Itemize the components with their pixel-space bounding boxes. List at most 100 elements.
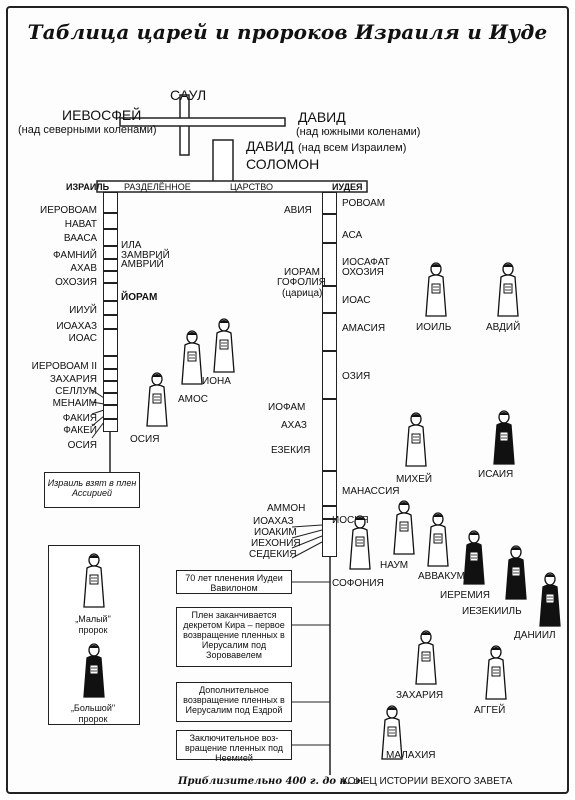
prophet-malachi-figure: [381, 705, 403, 760]
prophet-jonah-figure: [213, 318, 235, 373]
king-david-all: ДАВИД: [246, 138, 294, 154]
judah-right-king-6: ОЗИЯ: [342, 371, 371, 382]
judah-left-king-9: ИОАКИМ: [254, 527, 297, 538]
final-return-box: Заключительное воз-вращение пленных под …: [176, 730, 292, 763]
label-judah: ИУДЕЯ: [332, 182, 363, 192]
prophet-nahum-label: НАУМ: [380, 560, 409, 571]
israel-tick-11: [103, 380, 118, 382]
israel-tick-1: [103, 228, 118, 230]
judah-tick-4: [322, 350, 337, 352]
israel-king-10: ЗАХАРИЯ: [49, 374, 97, 385]
king-ishbosheth: ИЕВОСФЕЙ: [62, 107, 142, 123]
label-israel: ИЗРАИЛЬ: [66, 182, 110, 192]
prophet-obadiah-label: АВДИЙ: [486, 322, 521, 333]
israel-right-king-1: ЗАМВРИЙ: [121, 250, 170, 261]
judah-left-king-0: АВИЯ: [284, 205, 312, 216]
judah-left-king-11: СЕДЕКИЯ: [249, 549, 297, 560]
prophet-jeremiah-figure: [463, 530, 485, 585]
prophet-joel-figure: [425, 262, 447, 317]
prophet-zechariah-label: ЗАХАРИЯ: [396, 690, 444, 701]
legend-major-figure: [83, 643, 105, 698]
israel-tick-10: [103, 368, 118, 370]
prophet-zephaniah-figure: [349, 515, 371, 570]
israel-tick-7: [103, 314, 118, 316]
judah-right-king-7: МАНАССИЯ: [342, 486, 400, 497]
prophet-joel-label: ИОИЛЬ: [416, 322, 452, 333]
judah-left-king-1: ИОРАМ: [284, 267, 320, 278]
david-all-note: (над всем Израилем): [298, 142, 407, 154]
legend-minor-label: „Малый" пророк: [75, 614, 111, 635]
judah-tick-0: [322, 213, 337, 215]
prophet-nahum-figure: [393, 500, 415, 555]
israel-tick-4: [103, 270, 118, 272]
israel-king-1: НАВАТ: [64, 219, 97, 230]
judah-right-king-0: РОВОАМ: [342, 198, 386, 209]
prophet-zephaniah-label: СОФОНИЯ: [332, 578, 384, 589]
israel-king-2: ВААСА: [63, 233, 97, 244]
footer-date: Приблизительно 400 г. до н. э.: [178, 776, 364, 787]
prophet-amos-label: АМОС: [178, 394, 208, 405]
king-saul: САУЛ: [170, 87, 207, 103]
judah-left-king-4: ИОФАМ: [268, 402, 306, 413]
judah-tick-2: [322, 285, 337, 287]
judah-right-king-8: ИОСИЯ: [332, 515, 369, 526]
israel-tick-3: [103, 258, 118, 260]
prophet-isaiah-label: ИСАИЯ: [478, 469, 514, 480]
footer-end: КОНЕЦ ИСТОРИИ ВЕХОГО ЗАВЕТА: [342, 776, 513, 787]
israel-king-3: ФАМНИЙ: [53, 250, 97, 261]
king-solomon: СОЛОМОН: [246, 156, 320, 172]
israel-tick-9: [103, 355, 118, 357]
prophet-jeremiah-label: ИЕРЕМИЯ: [440, 590, 490, 601]
judah-right-king-2: ИОСАФАТ: [342, 257, 390, 268]
judah-left-king-2: ГОФОЛИЯ: [277, 277, 326, 288]
israel-right-king-3: ЙОРАМ: [121, 292, 158, 303]
judah-left-king-6: ЕЗЕКИЯ: [271, 445, 311, 456]
judah-right-king-5: АМАСИЯ: [342, 323, 386, 334]
judah-right-king-1: АСА: [342, 230, 363, 241]
israel-right-king-0: ИЛА: [121, 240, 142, 251]
israel-king-13: ФАКИЯ: [62, 413, 97, 424]
prophet-daniel-figure: [539, 572, 561, 627]
israel-captivity-box: Израиль взят в плен Ассирией: [44, 472, 140, 508]
israel-king-14: ФАКЕЙ: [63, 425, 97, 436]
label-split: РАЗДЕЛЁННОЕ: [124, 182, 191, 192]
captivity-70-box: 70 лет пленения Иудеи Вавилоном: [176, 570, 292, 594]
prophet-zechariah-figure: [415, 630, 437, 685]
israel-king-4: АХАВ: [70, 263, 97, 274]
judah-tick-6: [322, 470, 337, 472]
david-south-note: (над южными коленами): [296, 126, 421, 138]
israel-tick-8: [103, 328, 118, 330]
israel-king-9: ИЕРОВОАМ II: [31, 361, 97, 372]
judah-tick-3: [322, 312, 337, 314]
judah-tick-1: [322, 242, 337, 244]
judah-left-king-7: АММОН: [267, 503, 306, 514]
judah-left-king-5: АХАЗ: [281, 420, 307, 431]
prophet-micah-figure: [405, 412, 427, 467]
israel-tick-2: [103, 245, 118, 247]
israel-tick-14: [103, 418, 118, 420]
israel-king-7: ИОАХАЗ: [56, 321, 97, 332]
prophet-jonah-label: ИОНА: [202, 376, 231, 387]
prophet-obadiah-figure: [497, 262, 519, 317]
label-kingdom: ЦАРСТВО: [230, 182, 273, 192]
judah-tick-5: [322, 398, 337, 400]
israel-king-0: ИЕРОВОАМ: [40, 205, 97, 216]
legend-major-label: „Большой" пророк: [70, 703, 116, 724]
prophet-ezekiel-figure: [505, 545, 527, 600]
prophet-habakkuk-label: АВВАКУМ: [418, 571, 465, 582]
prophet-micah-label: МИХЕЙ: [396, 474, 433, 485]
israel-king-5: ОХОЗИЯ: [55, 277, 97, 288]
judah-left-king-3: (царица): [282, 288, 323, 299]
israel-right-king-2: АМВРИЙ: [121, 259, 164, 270]
israel-king-8: ИОАС: [68, 333, 97, 344]
israel-tick-13: [103, 404, 118, 406]
page-title: Таблица царей и пророков Израиля и Иуде: [27, 20, 548, 44]
judah-right-king-4: ИОАС: [342, 295, 371, 306]
legend-minor-figure: [83, 553, 105, 608]
judah-timeline: [322, 192, 337, 557]
israel-tick-12: [103, 392, 118, 394]
ishbosheth-note: (над северными коленами): [18, 124, 157, 136]
israel-timeline: [103, 192, 118, 432]
judah-tick-8: [322, 518, 337, 520]
